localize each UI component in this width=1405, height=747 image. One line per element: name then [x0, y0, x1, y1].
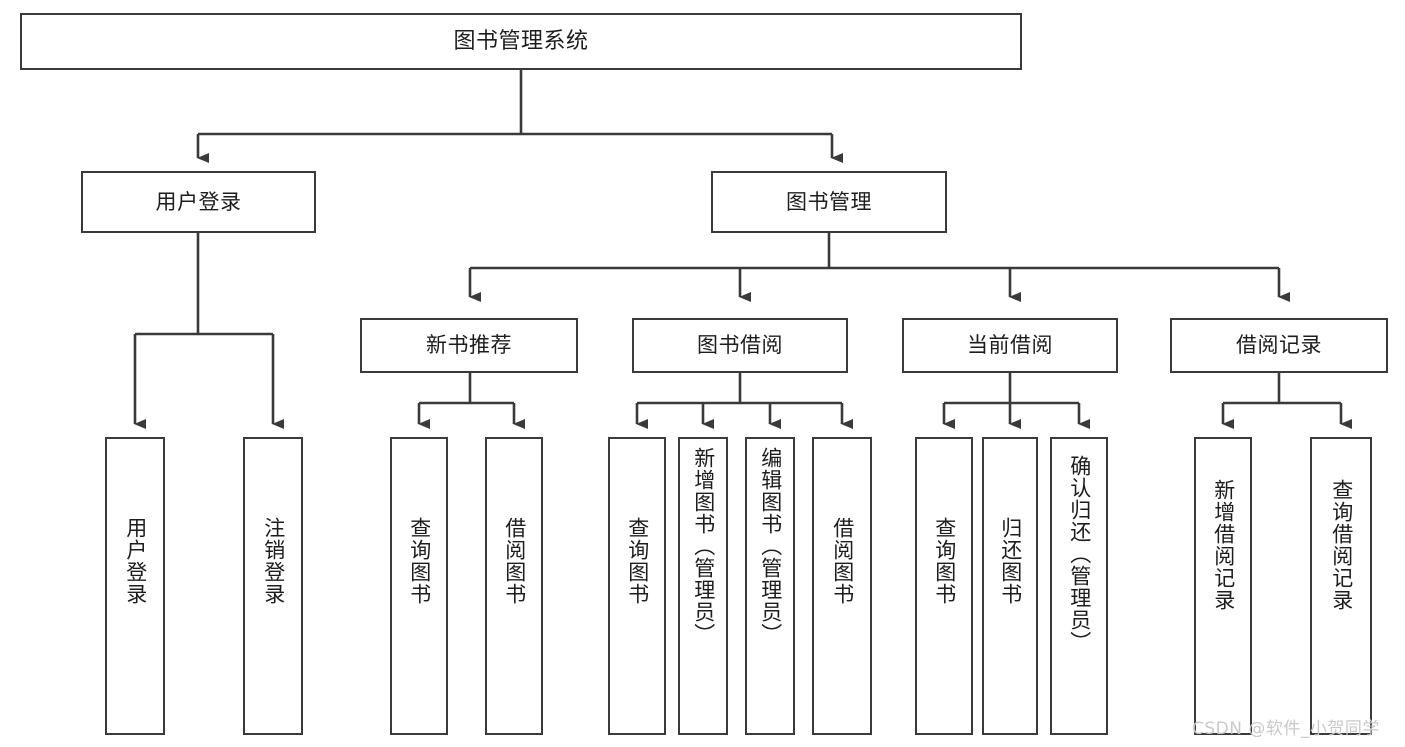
leaf-user-login-login[interactable]: 用户登录	[105, 437, 165, 735]
node-user-login[interactable]: 用户登录	[81, 171, 316, 233]
node-root-system[interactable]: 图书管理系统	[20, 13, 1022, 70]
leaf-borrow-add-book-admin[interactable]: 新增图书（管理员）	[678, 437, 728, 735]
node-label: 查询借阅记录	[1329, 479, 1354, 611]
node-new-book-recommend[interactable]: 新书推荐	[360, 318, 578, 373]
leaf-current-confirm-return-admin[interactable]: 确认归还（管理员）	[1050, 437, 1108, 735]
node-label: 借阅图书	[830, 517, 855, 605]
node-label: 借阅记录	[1236, 333, 1322, 358]
node-label: 查询图书	[932, 517, 957, 605]
watermark-csdn: CSDN @软件_小贺同学	[1192, 719, 1380, 739]
node-book-borrow[interactable]: 图书借阅	[632, 318, 848, 373]
leaf-new-book-query[interactable]: 查询图书	[390, 437, 448, 735]
node-label: 图书管理系统	[453, 28, 589, 54]
leaf-borrow-query-book[interactable]: 查询图书	[608, 437, 666, 735]
node-label: 查询图书	[625, 517, 650, 605]
node-book-management[interactable]: 图书管理	[711, 171, 947, 233]
leaf-record-query-record[interactable]: 查询借阅记录	[1310, 437, 1372, 735]
node-label: 注销登录	[261, 517, 286, 605]
node-label: 新增图书（管理员）	[691, 447, 716, 645]
node-label: 新增借阅记录	[1211, 479, 1236, 611]
node-borrow-record[interactable]: 借阅记录	[1170, 318, 1388, 373]
node-label: 当前借阅	[967, 333, 1053, 358]
node-label: 确认归还（管理员）	[1067, 455, 1092, 653]
leaf-user-login-logout[interactable]: 注销登录	[243, 437, 303, 735]
leaf-current-query-book[interactable]: 查询图书	[915, 437, 973, 735]
node-label: 借阅图书	[502, 517, 527, 605]
leaf-record-add-record[interactable]: 新增借阅记录	[1194, 437, 1252, 735]
node-label: 用户登录	[123, 517, 148, 605]
node-label: 归还图书	[998, 517, 1023, 605]
node-label: 查询图书	[407, 517, 432, 605]
node-label: 图书借阅	[697, 333, 783, 358]
node-label: 新书推荐	[426, 333, 512, 358]
leaf-new-book-borrow[interactable]: 借阅图书	[485, 437, 543, 735]
node-label: 用户登录	[155, 189, 242, 214]
leaf-current-return-book[interactable]: 归还图书	[982, 437, 1038, 735]
node-label: 图书管理	[786, 189, 872, 214]
node-label: 编辑图书（管理员）	[758, 447, 783, 645]
node-current-borrow[interactable]: 当前借阅	[902, 318, 1118, 373]
leaf-borrow-borrow-book[interactable]: 借阅图书	[812, 437, 872, 735]
leaf-borrow-edit-book-admin[interactable]: 编辑图书（管理员）	[745, 437, 795, 735]
